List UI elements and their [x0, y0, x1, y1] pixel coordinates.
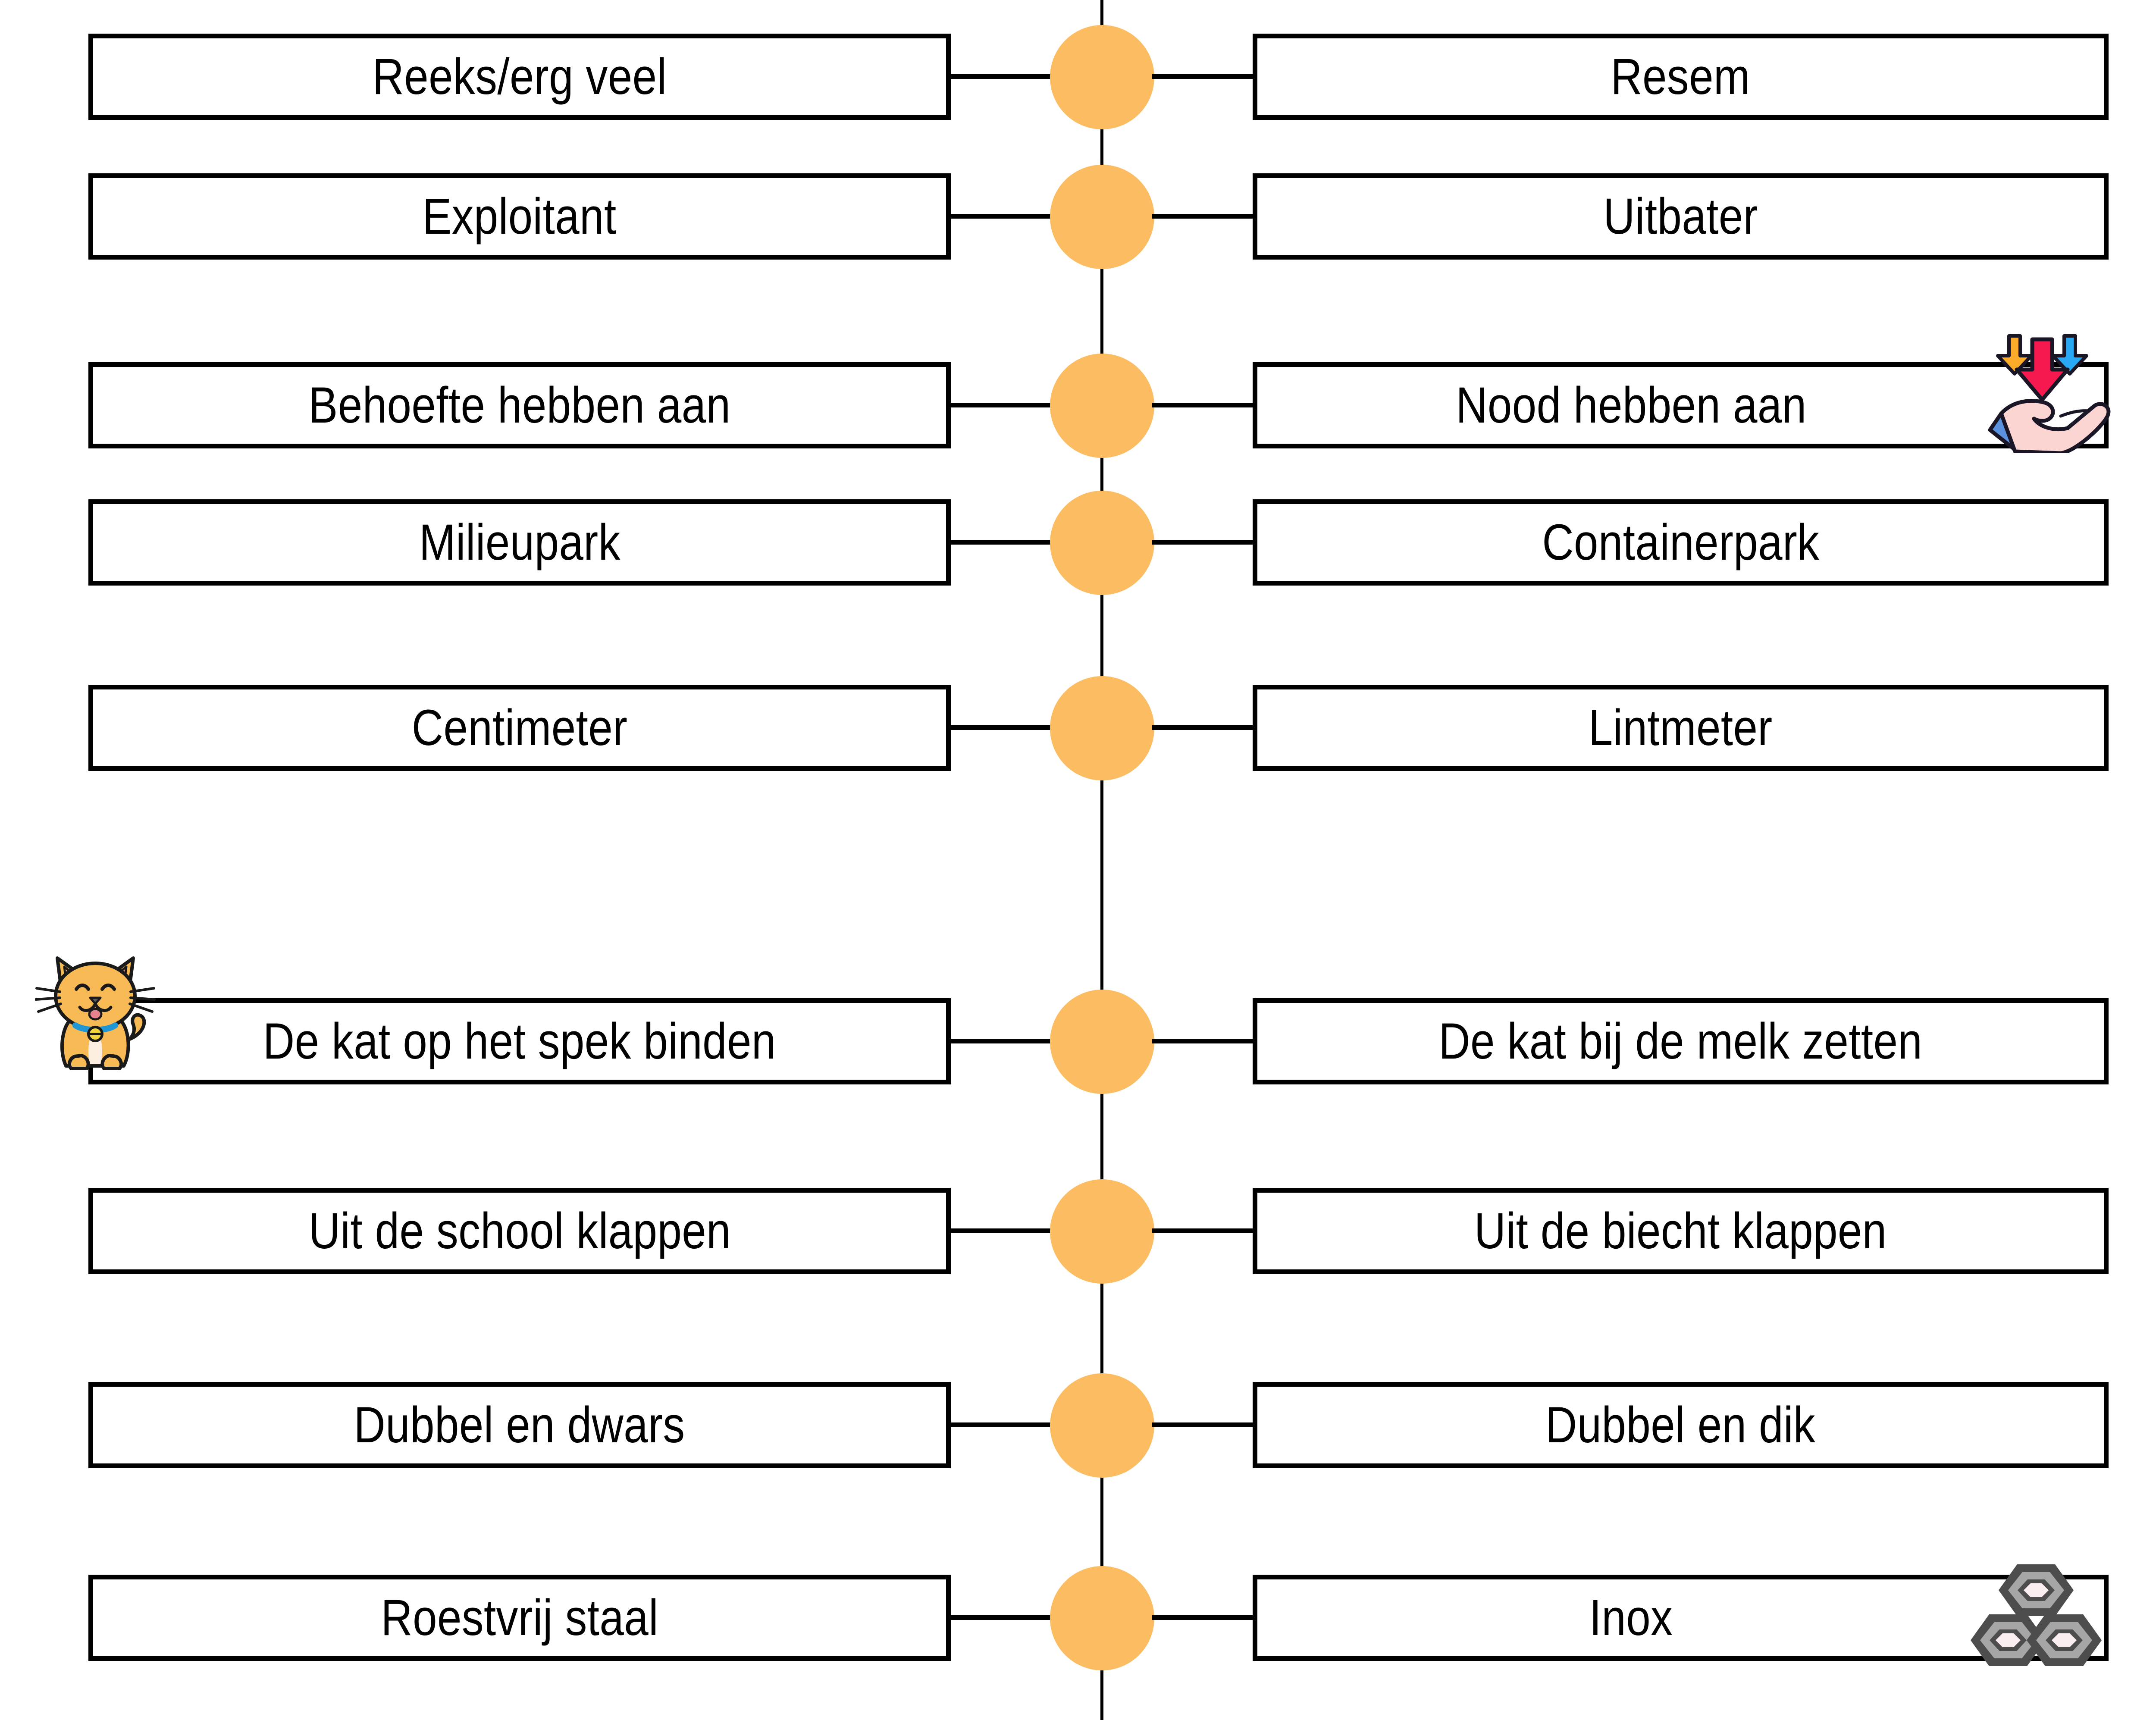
connector-left — [951, 1422, 1052, 1427]
left-term-label: Uit de school klappen — [308, 1203, 731, 1259]
right-term-card[interactable]: Uit de biecht klappen — [1253, 1188, 2109, 1274]
connector-node[interactable] — [1050, 1179, 1154, 1284]
left-term-card[interactable]: Roestvrij staal — [88, 1575, 951, 1661]
match-row: Roestvrij staal Inox — [0, 1564, 2156, 1670]
left-term-label: Dubbel en dwars — [354, 1397, 686, 1454]
right-term-card[interactable]: De kat bij de melk zetten — [1253, 998, 2109, 1084]
right-term-label: Containerpark — [1542, 514, 1820, 571]
connector-left — [951, 1228, 1052, 1233]
right-term-label: Inox — [1589, 1589, 1673, 1646]
connector-node[interactable] — [1050, 990, 1154, 1094]
left-term-label: Centimeter — [411, 699, 628, 756]
left-term-card[interactable]: Dubbel en dwars — [88, 1382, 951, 1468]
left-term-label: De kat op het spek binden — [263, 1013, 776, 1070]
right-term-label: Lintmeter — [1589, 699, 1773, 756]
left-term-card[interactable]: Behoefte hebben aan — [88, 362, 951, 448]
connector-node[interactable] — [1050, 354, 1154, 458]
left-term-label: Milieupark — [419, 514, 620, 571]
right-term-card[interactable]: Nood hebben aan — [1253, 334, 2111, 453]
right-term-label: Dubbel en dik — [1545, 1397, 1816, 1454]
right-term-card[interactable]: Lintmeter — [1253, 685, 2109, 771]
left-term-card[interactable]: Milieupark — [88, 499, 951, 586]
connector-left — [951, 403, 1052, 407]
left-term-card[interactable]: Uit de school klappen — [88, 1188, 951, 1274]
right-term-label: Uitbater — [1603, 188, 1758, 245]
center-spine-line — [1100, 0, 1103, 1720]
steel-tubes-icon — [1965, 1538, 2107, 1681]
right-term-label: Uit de biecht klappen — [1474, 1203, 1887, 1259]
right-term-label: De kat bij de melk zetten — [1438, 1013, 1923, 1070]
left-term-label: Reeks/erg veel — [372, 48, 667, 105]
connector-left — [951, 725, 1052, 730]
connector-node[interactable] — [1050, 165, 1154, 269]
right-term-card[interactable]: Containerpark — [1253, 499, 2109, 586]
connector-left — [951, 74, 1052, 79]
right-term-card[interactable]: Inox — [1253, 1564, 2109, 1666]
connector-left — [951, 540, 1052, 545]
match-row: Exploitant Uitbater — [0, 165, 2156, 269]
right-term-card[interactable]: Uitbater — [1253, 173, 2109, 260]
connector-right — [1152, 725, 1253, 730]
cat-icon — [35, 951, 156, 1081]
connector-left — [951, 1039, 1052, 1043]
connector-right — [1152, 74, 1253, 79]
connector-right — [1152, 1422, 1253, 1427]
left-term-card[interactable]: Centimeter — [88, 685, 951, 771]
right-term-card[interactable]: Dubbel en dik — [1253, 1382, 2109, 1468]
match-row: Dubbel en dwars Dubbel en dik — [0, 1373, 2156, 1478]
match-row: Milieupark Containerpark — [0, 491, 2156, 595]
connector-right — [1152, 1615, 1253, 1620]
left-term-card[interactable]: Reeks/erg veel — [88, 34, 951, 120]
connector-left — [951, 214, 1052, 219]
left-term-label: Roestvrij staal — [381, 1589, 658, 1646]
connector-right — [1152, 1228, 1253, 1233]
match-row: Reeks/erg veel Resem — [0, 25, 2156, 129]
match-row: Uit de school klappen Uit de biecht klap… — [0, 1179, 2156, 1284]
receiving-hand-icon — [1987, 328, 2117, 453]
right-term-label: Nood hebben aan — [1455, 377, 1807, 434]
connector-right — [1152, 214, 1253, 219]
match-row: Centimeter Lintmeter — [0, 676, 2156, 780]
connector-left — [951, 1615, 1052, 1620]
connector-right — [1152, 540, 1253, 545]
left-term-card[interactable]: De kat op het spek binden — [35, 956, 951, 1084]
connector-node[interactable] — [1050, 1566, 1154, 1670]
connector-right — [1152, 403, 1253, 407]
connector-node[interactable] — [1050, 491, 1154, 595]
connector-node[interactable] — [1050, 676, 1154, 780]
connector-right — [1152, 1039, 1253, 1043]
left-term-label: Exploitant — [423, 188, 617, 245]
right-term-label: Resem — [1611, 48, 1751, 105]
connector-node[interactable] — [1050, 25, 1154, 129]
right-term-card[interactable]: Resem — [1253, 34, 2109, 120]
match-row: Behoefte hebben aan Nood hebben aan — [0, 334, 2156, 458]
left-term-card[interactable]: Exploitant — [88, 173, 951, 260]
match-row: De kat op het spek binden — [0, 956, 2156, 1094]
left-term-label: Behoefte hebben aan — [308, 377, 731, 434]
connector-node[interactable] — [1050, 1373, 1154, 1478]
